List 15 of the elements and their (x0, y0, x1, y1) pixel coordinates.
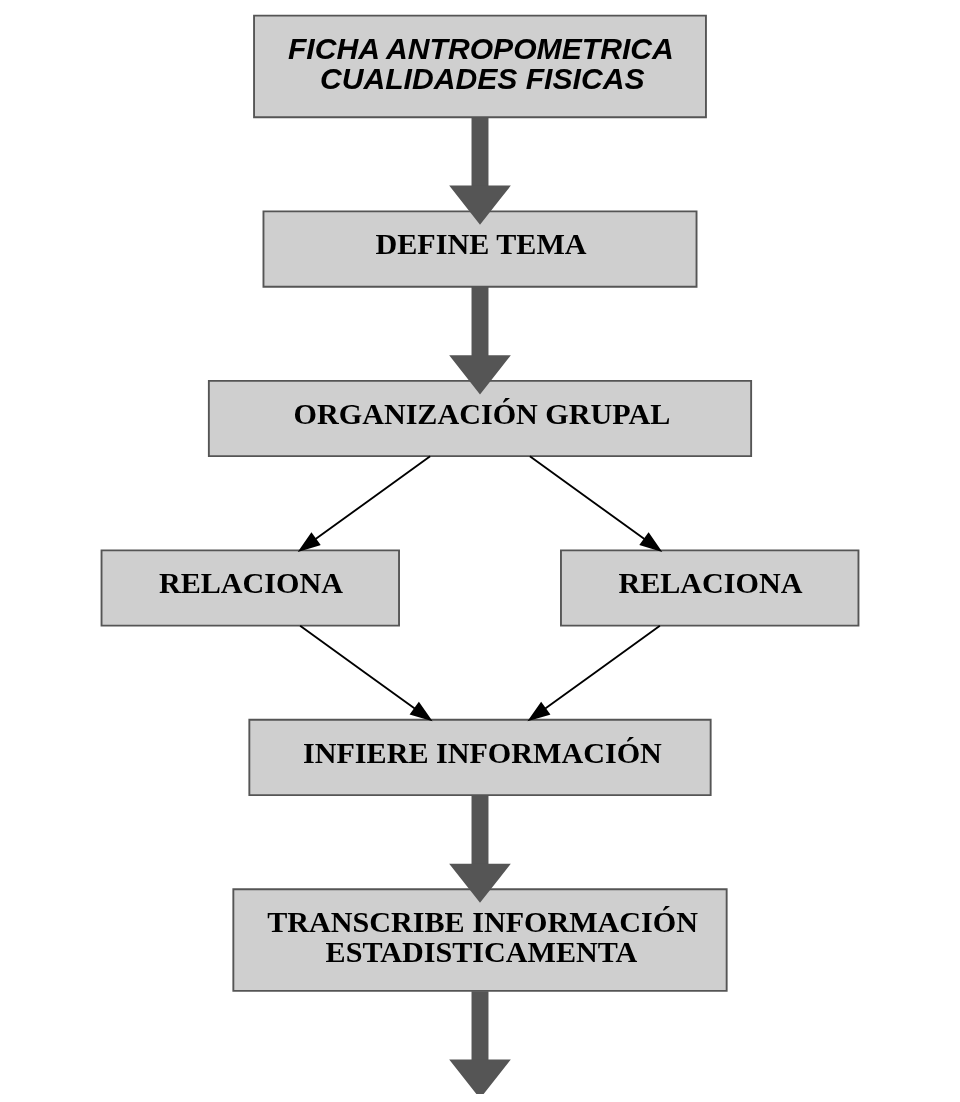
arrow (449, 286, 511, 395)
arrow (527, 624, 661, 722)
node-box: INFIERE INFORMACIÓN (248, 718, 712, 797)
node-box: TRANSCRIBE INFORMACIÓN ESTADISTICAMENTA (232, 888, 728, 992)
node-box: ORGANIZACIÓN GRUPAL (207, 379, 753, 458)
node-box: RELACIONA (560, 549, 860, 627)
node-box: RELACIONA (100, 549, 400, 627)
arrow (449, 117, 511, 225)
arrow (449, 991, 511, 1094)
arrow (528, 455, 663, 552)
arrow (297, 455, 432, 552)
node-box: FICHA ANTROPOMETRICA CUALIDADES FISICAS (253, 14, 707, 119)
arrow (299, 624, 433, 722)
node-box: DEFINE TEMA (262, 210, 698, 288)
arrow (449, 795, 511, 903)
